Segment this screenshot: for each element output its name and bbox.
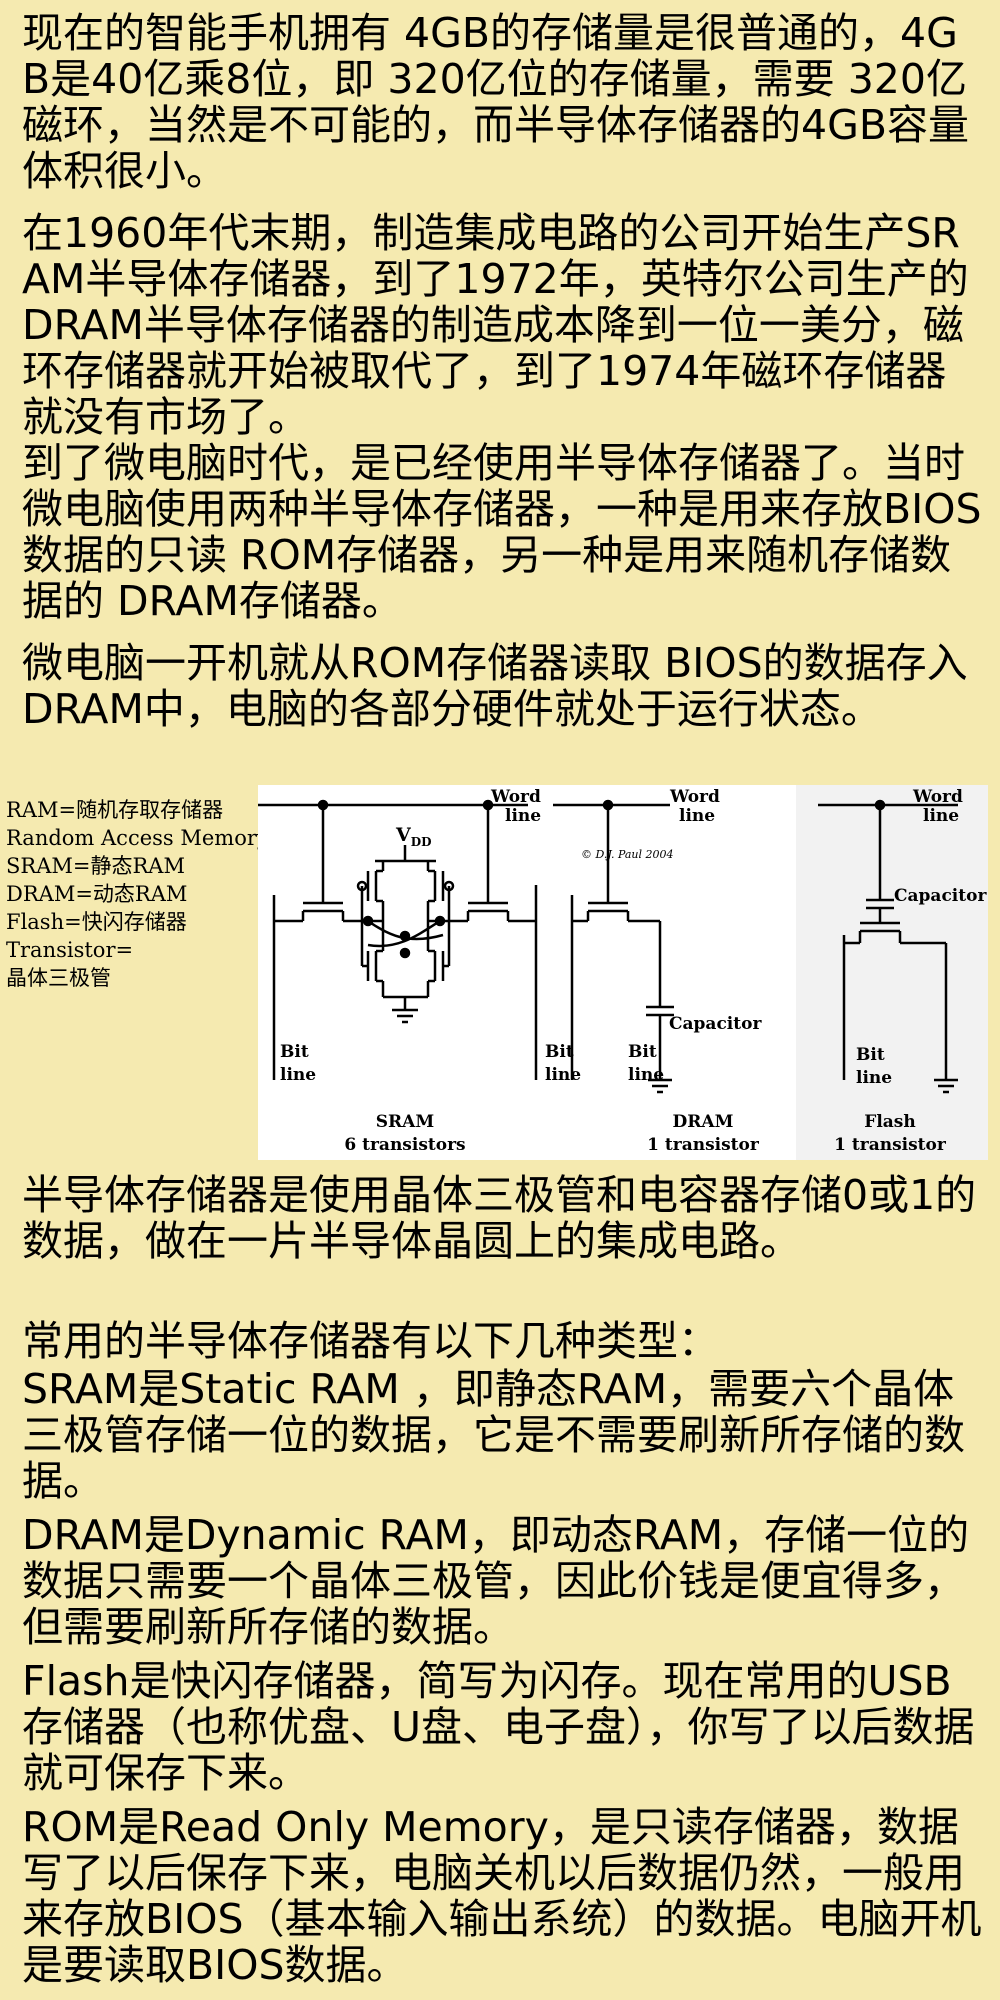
paragraph-dram: DRAM是Dynamic RAM，即动态RAM，存储一位的数据只需要一个晶体三极… [22,1511,970,1651]
dram-word-label: Word [669,787,720,807]
sram-bit-right-label: Bit [545,1042,574,1062]
flash-panel-background [796,785,988,1160]
vdd-label: VDD [395,824,432,849]
sram-circuit [258,799,538,1080]
memory-cell-diagram: Word line Word line Word line Bit line B… [258,785,988,1160]
paragraph-microcomputer: 到了微电脑时代，是已经使用半导体存储器了。当时微电脑使用两种半导体存储器，一种是… [22,439,982,625]
sram-bit-left-label: Bit [280,1042,309,1062]
flash-word-line-label: line [923,806,959,826]
dram-word-line-label: line [679,806,715,826]
paragraph-boot: 微电脑一开机就从ROM存储器读取 BIOS的数据存入DRAM中，电脑的各部分硬件… [22,639,968,733]
paragraph-types-heading: 常用的半导体存储器有以下几种类型： [22,1317,719,1365]
flash-capacitor-label: Capacitor [894,886,987,906]
legend-ram-english: Random Access Memory [6,826,269,850]
flash-word-label: Word [912,787,963,807]
flash-transistor-count: 1 transistor [834,1135,947,1155]
flash-circuit [818,799,958,1094]
dram-bit-line-label: line [628,1065,664,1085]
sram-word-label: Word [490,787,541,807]
dram-title: DRAM [673,1112,734,1132]
sram-title: SRAM [376,1112,435,1132]
paragraph-history: 在1960年代末期，制造集成电路的公司开始生产SRAM半导体存储器，到了1972… [22,209,969,441]
figure-credit: © D.J. Paul 2004 [581,848,674,861]
flash-title: Flash [864,1112,915,1132]
sram-bit-right-line-label: line [545,1065,581,1085]
paragraph-sram: SRAM是Static RAM ，即静态RAM，需要六个晶体三极管存储一位的数据… [22,1365,965,1505]
dram-transistor-count: 1 transistor [647,1135,760,1155]
legend-flash: Flash=快闪存储器 [6,910,187,934]
legend-ram: RAM=随机存取存储器 [6,798,224,822]
paragraph-flash: Flash是快闪存储器，简写为闪存。现在常用的USB存储器（也称优盘、U盘、电子… [22,1657,975,1797]
sram-transistor-count: 6 transistors [344,1135,465,1155]
sram-bit-left-line-label: line [280,1065,316,1085]
legend-sram: SRAM=静态RAM [6,854,185,878]
dram-capacitor-label: Capacitor [669,1014,762,1034]
glossary-legend: RAM=随机存取存储器 Random Access Memory SRAM=静态… [6,796,269,992]
paragraph-rom: ROM是Read Only Memory，是只读存储器，数据写了以后保存下来，电… [22,1803,982,1989]
flash-bit-label: Bit [856,1045,885,1065]
paragraph-intro: 现在的智能手机拥有 4GB的存储量是很普通的，4GB是40亿乘8位，即 320亿… [22,9,969,195]
legend-transistor-cn: 晶体三极管 [6,966,111,990]
flash-bit-line-label: line [856,1068,892,1088]
dram-circuit [553,799,674,1094]
legend-transistor: Transistor= [6,938,134,962]
dram-bit-label: Bit [628,1042,657,1062]
paragraph-semiconductor-memory: 半导体存储器是使用晶体三极管和电容器存储0或1的数据，做在一片半导体晶圆上的集成… [22,1171,977,1265]
sram-word-line-label: line [505,806,541,826]
legend-dram: DRAM=动态RAM [6,882,188,906]
